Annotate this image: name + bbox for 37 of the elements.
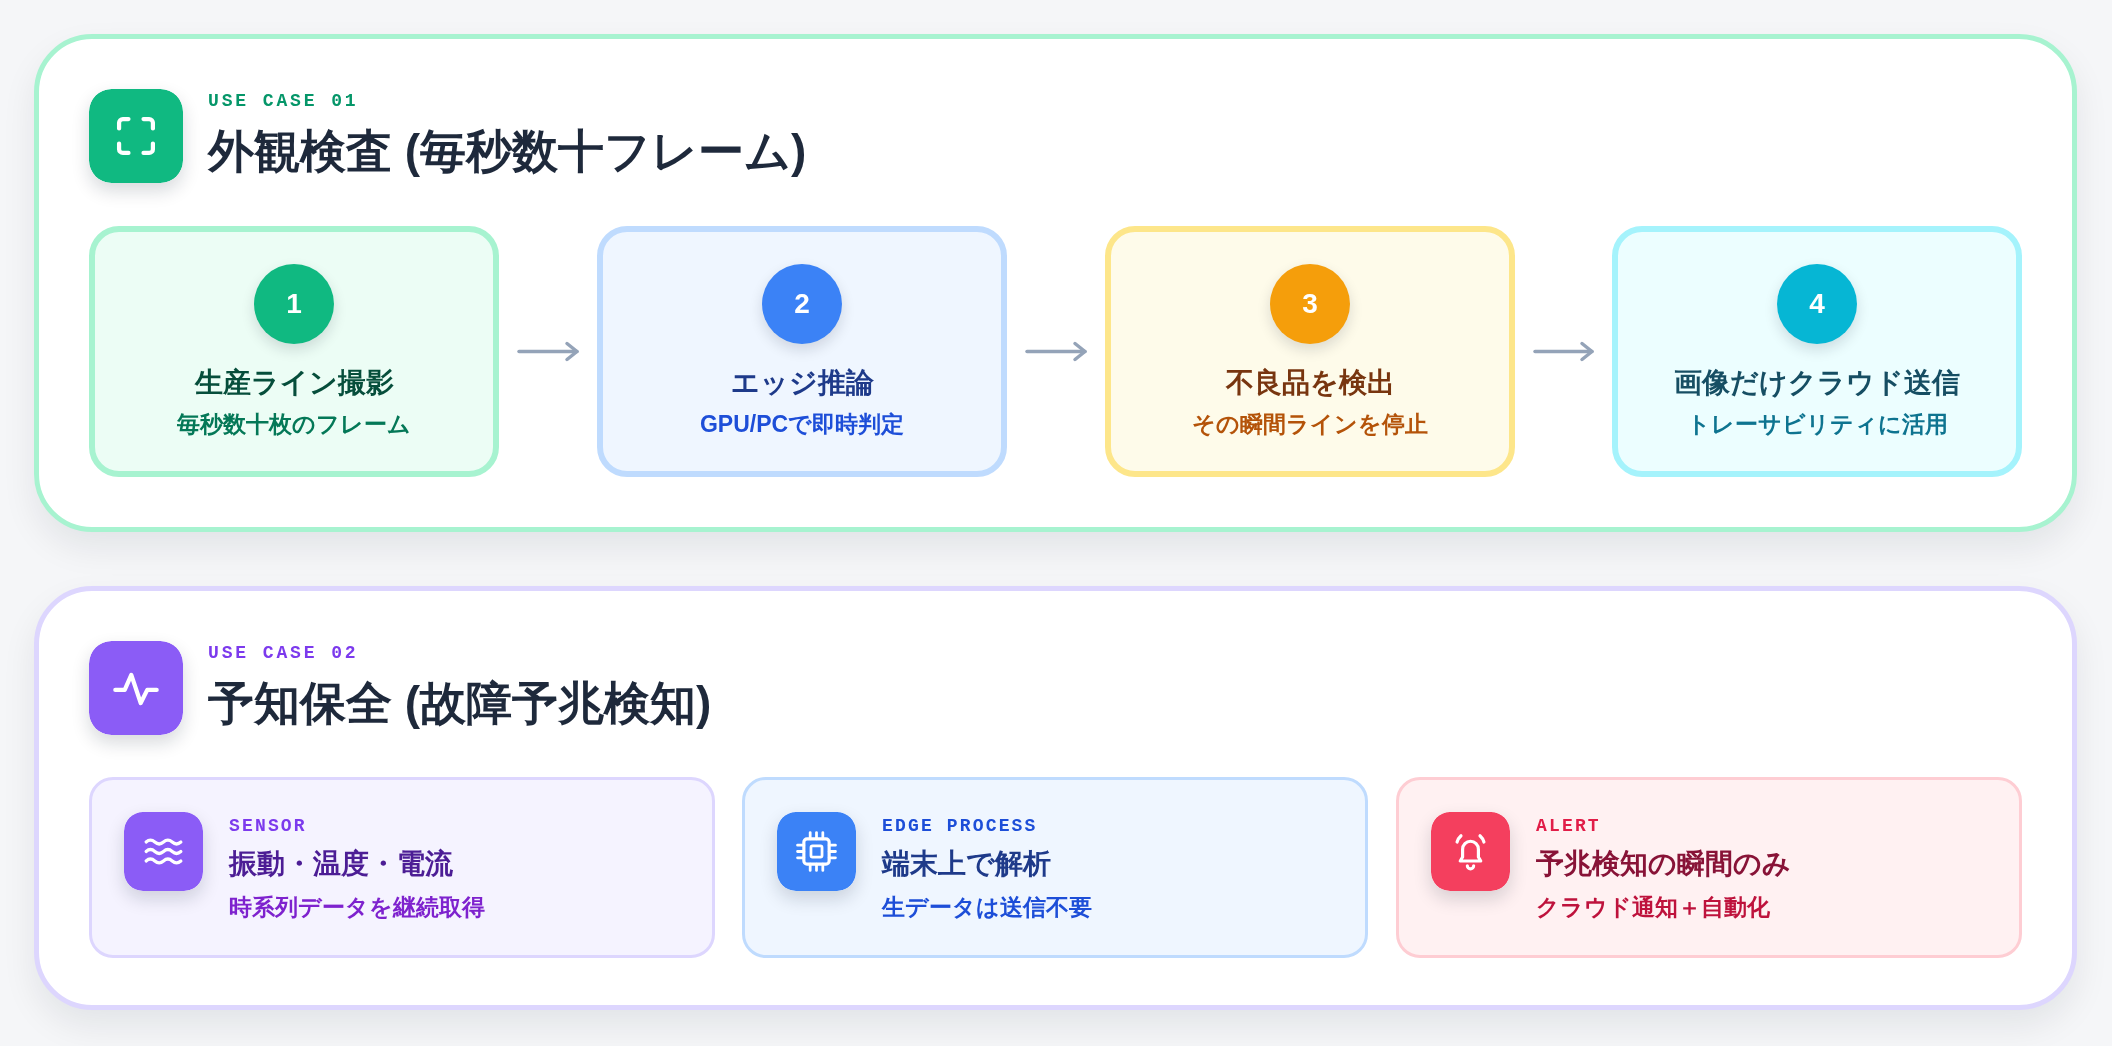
card-description: クラウド通知＋自動化 — [1536, 894, 1770, 922]
step-title: 不良品を検出 — [1225, 366, 1395, 400]
step-number: 3 — [1270, 264, 1350, 344]
step-description: その瞬間ラインを停止 — [1192, 411, 1428, 439]
section-title: 予知保全 (故障予兆検知) — [208, 676, 712, 732]
use-case-panel — [34, 586, 2077, 1010]
step-number: 4 — [1777, 264, 1857, 344]
card-label: SENSOR — [229, 816, 307, 838]
step-number: 2 — [762, 264, 842, 344]
feature-card — [1396, 777, 2022, 958]
step-card — [89, 226, 499, 477]
section-label: USE CASE 02 — [208, 643, 359, 665]
card-label: ALERT — [1536, 816, 1601, 838]
step-description: トレーサビリティに活用 — [1686, 411, 1948, 439]
step-card — [1612, 226, 2022, 477]
step-card — [597, 226, 1007, 477]
step-title: 生産ライン撮影 — [194, 366, 394, 400]
arrow — [1025, 341, 1087, 362]
card-title: 振動・温度・電流 — [229, 847, 453, 881]
step-number: 1 — [254, 264, 334, 344]
step-description: GPU/PCで即時判定 — [699, 411, 905, 439]
section-title: 外観検査 (毎秒数十フレーム) — [208, 124, 807, 180]
card-description: 時系列データを継続取得 — [229, 894, 485, 922]
use-case-panel — [34, 34, 2077, 532]
arrow — [517, 341, 579, 362]
step-card — [1105, 226, 1515, 477]
feature-card — [89, 777, 715, 958]
step-description: 毎秒数十枚のフレーム — [177, 411, 411, 439]
feature-card — [742, 777, 1368, 958]
step-title: 画像だけクラウド送信 — [1674, 366, 1960, 400]
arrow — [1533, 341, 1594, 362]
card-description: 生データは送信不要 — [882, 894, 1092, 922]
step-title: エッジ推論 — [730, 366, 874, 400]
card-label: EDGE PROCESS — [882, 816, 1038, 838]
card-title: 予兆検知の瞬間のみ — [1536, 847, 1791, 881]
card-title: 端末上で解析 — [882, 847, 1051, 881]
section-label: USE CASE 01 — [208, 91, 359, 113]
